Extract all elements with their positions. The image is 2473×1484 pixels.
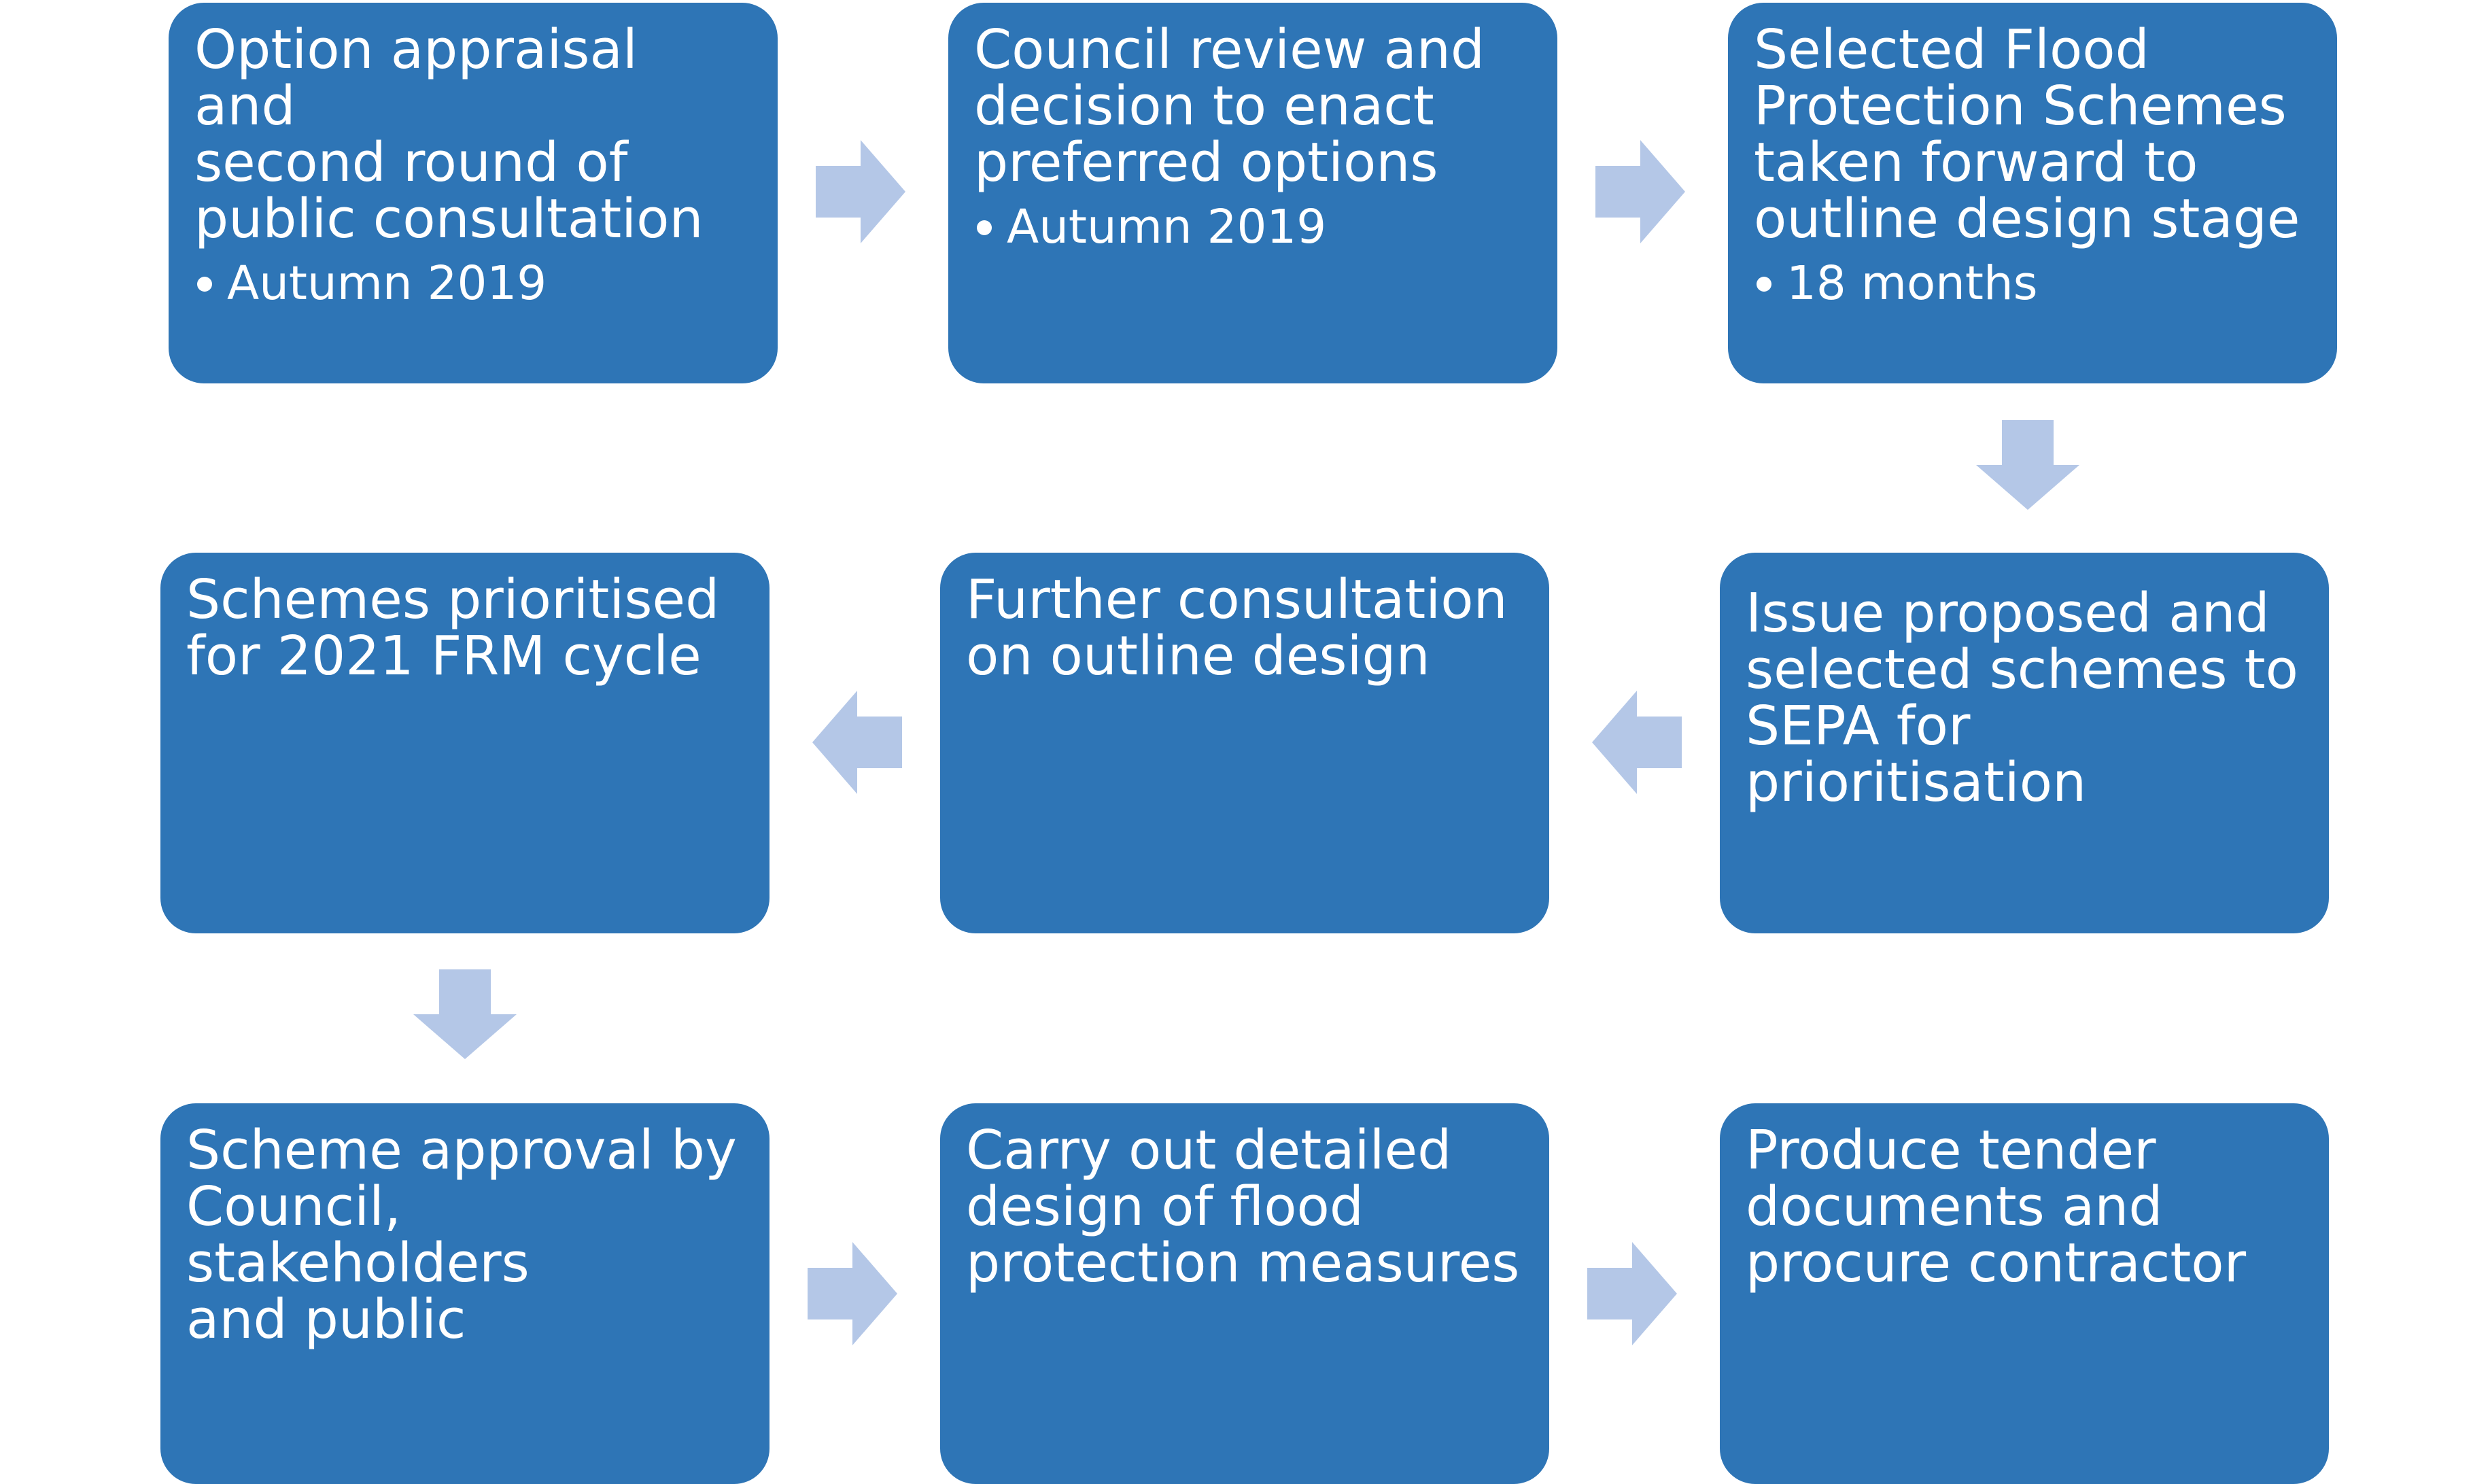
step-box-selected-schemes: Selected Flood Protection Schemes taken …: [1728, 3, 2337, 383]
step-title: Further consultation on outline design: [966, 568, 1508, 687]
step-title: Scheme approval by Council, stakeholders…: [186, 1119, 737, 1351]
step-bullet: Autumn 2019: [974, 199, 1532, 256]
step-title: Produce tender documents and procure con…: [1746, 1119, 2247, 1294]
step-box-further-consultation: Further consultation on outline design: [940, 553, 1549, 933]
step-bullet-text: Autumn 2019: [1007, 200, 1327, 254]
step-bullet-text: Autumn 2019: [227, 256, 547, 311]
step-box-scheme-approval: Scheme approval by Council, stakeholders…: [160, 1103, 769, 1484]
step-title: Selected Flood Protection Schemes taken …: [1754, 18, 2300, 250]
step-box-issue-to-sepa: Issue proposed and selected schemes to S…: [1720, 553, 2329, 933]
step-title: Council review and decision to enact pre…: [974, 18, 1485, 194]
arrow-left-icon: [812, 691, 902, 794]
step-box-option-appraisal: Option appraisal and second round of pub…: [169, 3, 778, 383]
arrow-right-icon: [1595, 140, 1685, 243]
step-bullet-text: 18 months: [1786, 256, 2038, 311]
step-bullet: Autumn 2019: [194, 256, 752, 312]
arrow-right-icon: [816, 140, 905, 243]
arrow-right-icon: [808, 1242, 897, 1345]
arrow-left-icon: [1592, 691, 1682, 794]
step-box-tender-procure: Produce tender documents and procure con…: [1720, 1103, 2329, 1484]
bullet-dot-icon: [977, 220, 992, 235]
arrow-right-icon: [1587, 1242, 1677, 1345]
bullet-dot-icon: [197, 276, 212, 292]
step-box-detailed-design: Carry out detailed design of flood prote…: [940, 1103, 1549, 1484]
arrow-down-icon: [413, 969, 517, 1059]
step-bullet: 18 months: [1754, 256, 2311, 312]
step-box-council-review: Council review and decision to enact pre…: [948, 3, 1557, 383]
step-title: Carry out detailed design of flood prote…: [966, 1119, 1520, 1294]
step-title: Issue proposed and selected schemes to S…: [1746, 582, 2298, 814]
arrow-down-icon: [1976, 420, 2079, 510]
step-box-schemes-prioritised: Schemes prioritised for 2021 FRM cycle: [160, 553, 769, 933]
step-title: Option appraisal and second round of pub…: [194, 18, 704, 250]
step-title: Schemes prioritised for 2021 FRM cycle: [186, 568, 720, 687]
bullet-dot-icon: [1757, 276, 1771, 292]
